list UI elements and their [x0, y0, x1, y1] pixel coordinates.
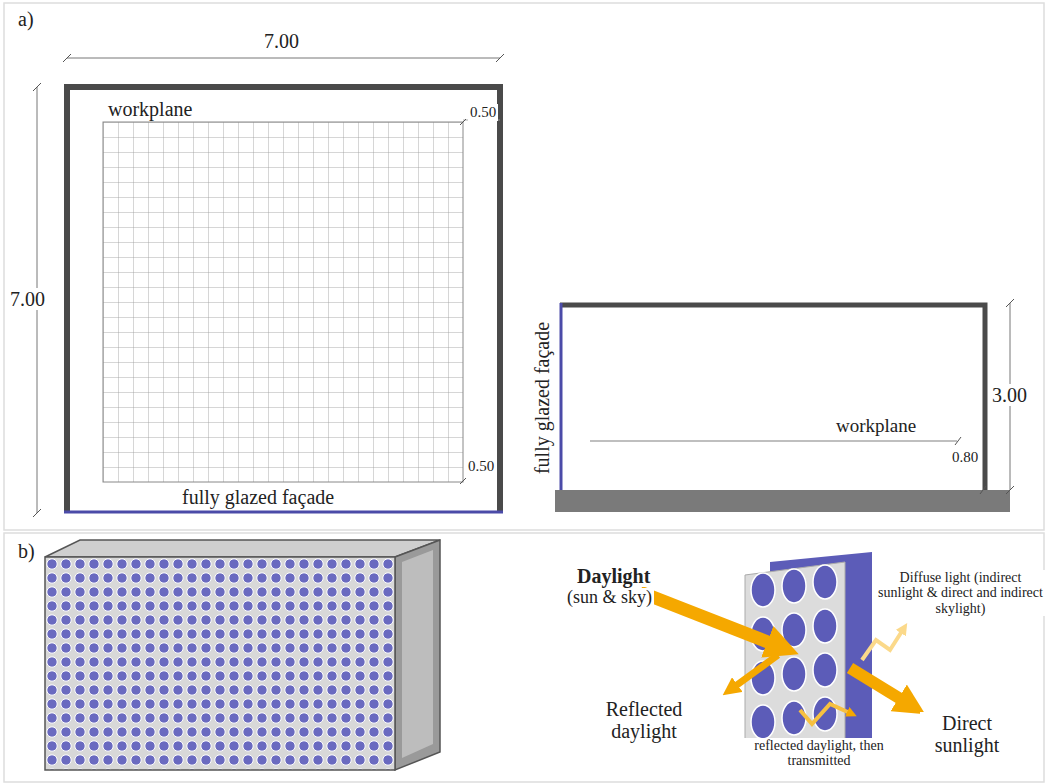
perforation: [782, 613, 806, 647]
perforation: [813, 609, 837, 643]
label: Daylight: [575, 565, 652, 587]
label: fully glazed façade: [180, 486, 336, 508]
label: Diffuse light (indirect sunlight & direc…: [876, 570, 1045, 616]
label: 3.00: [990, 384, 1029, 406]
perforation: [813, 653, 837, 687]
perforation: [782, 657, 806, 691]
label: Reflected daylight: [592, 698, 696, 742]
label: (sun & sky): [565, 588, 654, 608]
label: 0.50: [466, 458, 496, 475]
label: a): [16, 8, 36, 30]
label: 7.00: [8, 288, 47, 310]
perforation: [813, 697, 837, 731]
label: workplane: [106, 98, 194, 120]
label: Direct sunlight: [920, 712, 1014, 756]
label: 0.80: [950, 449, 980, 466]
perforation: [813, 565, 837, 599]
label: reflected daylight, then transmitted: [742, 738, 896, 769]
perforation: [782, 701, 806, 735]
label: 7.00: [262, 30, 301, 52]
label: fully glazed façade: [531, 320, 553, 476]
label: b): [16, 540, 37, 562]
perforation: [751, 573, 775, 607]
perforation: [751, 705, 775, 739]
label: 0.50: [468, 104, 498, 121]
label: workplane: [834, 416, 918, 437]
perforation: [782, 569, 806, 603]
